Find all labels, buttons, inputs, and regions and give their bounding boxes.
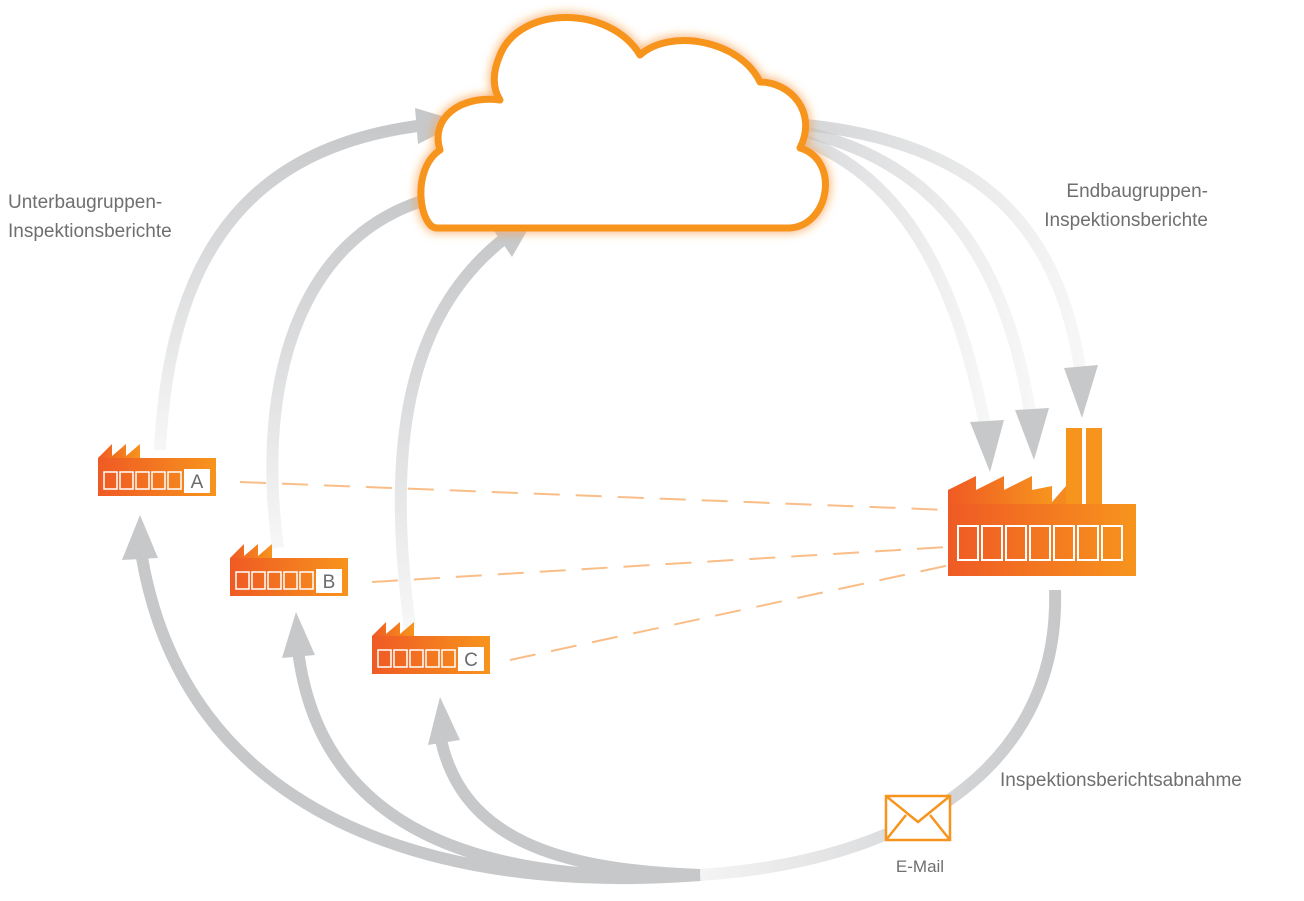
final-reports-label-2: Inspektionsberichte	[1044, 210, 1208, 231]
factory-icon	[98, 444, 140, 458]
email-label: E-Mail	[896, 857, 944, 876]
return-to-c-head	[428, 697, 460, 745]
return-to-a-head	[122, 515, 158, 560]
return-arc-main	[699, 589, 1062, 881]
supplier-plant-b: B	[230, 544, 348, 596]
factory-icon	[230, 544, 272, 558]
arrow-c-to-cloud	[394, 233, 509, 629]
main-factory	[948, 428, 1136, 576]
arrow-b-to-cloud	[266, 189, 447, 549]
dashed-a-factory	[239, 481, 949, 511]
dashed-links	[239, 481, 951, 661]
sub-reports-label-1: Unterbaugruppen-	[8, 192, 162, 213]
envelope-icon	[884, 794, 952, 842]
factory-icon	[372, 622, 414, 636]
acceptance-arrows	[122, 515, 1062, 885]
dashed-c-factory	[509, 564, 951, 661]
arrow-head-2	[1015, 408, 1049, 460]
upload-arrows	[154, 108, 540, 629]
sub-reports-label-2: Inspektionsberichte	[8, 221, 172, 242]
return-to-b	[292, 649, 701, 883]
cloud-icon	[417, 14, 829, 232]
arrow-head-3	[1064, 365, 1098, 418]
return-to-b-head	[282, 612, 315, 658]
dashed-b-factory	[371, 546, 949, 583]
supplier-plant-c: C	[372, 622, 490, 674]
supplier-label: A	[191, 472, 204, 493]
supplier-label: C	[464, 650, 478, 671]
factory-icon	[948, 428, 1136, 576]
arrow-a-to-cloud	[154, 119, 426, 451]
arrow-head-1	[970, 420, 1004, 472]
return-to-c	[434, 733, 701, 881]
final-reports-label-1: Endbaugruppen-	[1066, 181, 1208, 202]
acceptance-label: Inspektionsberichtsabnahme	[1000, 770, 1242, 791]
supplier-plant-a: A	[98, 444, 216, 496]
supplier-label: B	[323, 572, 336, 593]
